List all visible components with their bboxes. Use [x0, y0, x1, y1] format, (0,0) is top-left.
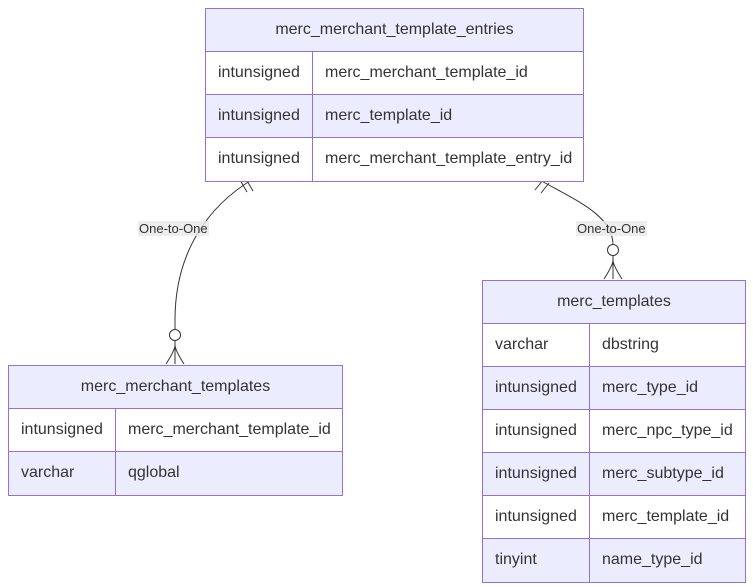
attribute-type: intunsigned — [483, 453, 590, 495]
relationship-line-2 — [537, 178, 614, 279]
entity-merc-merchant-template-entries[interactable]: merc_merchant_template_entries intunsign… — [205, 8, 584, 182]
attribute-row: varchar qglobal — [9, 452, 342, 495]
attribute-row: intunsigned merc_subtype_id — [483, 453, 745, 496]
attribute-name: dbstring — [602, 336, 659, 353]
attribute-type: intunsigned — [483, 496, 590, 538]
entity-merc-templates[interactable]: merc_templates varchar dbstring intunsig… — [482, 280, 746, 583]
attribute-row: intunsigned merc_type_id — [483, 367, 745, 410]
attribute-row: intunsigned merc_template_id — [206, 95, 583, 138]
attribute-name: merc_merchant_template_entry_id — [325, 150, 573, 167]
attribute-row: intunsigned merc_merchant_template_id — [206, 52, 583, 95]
attribute-name: qglobal — [128, 464, 180, 481]
relationship-line-1 — [174, 178, 254, 364]
attribute-type: intunsigned — [9, 409, 116, 451]
many-marker-1 — [165, 344, 185, 365]
attribute-row: tinyint name_type_id — [483, 539, 745, 582]
attribute-type: intunsigned — [206, 138, 313, 181]
attribute-row: intunsigned merc_merchant_template_entry… — [206, 138, 583, 181]
attribute-type: intunsigned — [483, 367, 590, 409]
attribute-name: merc_merchant_template_id — [128, 421, 331, 438]
attribute-type: intunsigned — [206, 52, 313, 94]
many-marker-2 — [603, 259, 623, 280]
entity-title: merc_merchant_templates — [9, 366, 342, 409]
attribute-name: name_type_id — [602, 551, 703, 568]
entity-title: merc_merchant_template_entries — [206, 9, 583, 52]
attribute-row: intunsigned merc_merchant_template_id — [9, 409, 342, 452]
relationship-label-2: One-to-One — [576, 221, 647, 236]
attribute-row: intunsigned merc_template_id — [483, 496, 745, 539]
attribute-row: varchar dbstring — [483, 324, 745, 367]
attribute-type: tinyint — [483, 539, 590, 582]
attribute-name: merc_type_id — [602, 379, 699, 396]
attribute-type: intunsigned — [206, 95, 313, 137]
one-marker-1a — [239, 179, 248, 193]
attribute-type: varchar — [9, 452, 116, 495]
entity-merc-merchant-templates[interactable]: merc_merchant_templates intunsigned merc… — [8, 365, 343, 496]
attribute-type: intunsigned — [483, 410, 590, 452]
relationship-label-1: One-to-One — [138, 221, 209, 236]
attribute-row: intunsigned merc_npc_type_id — [483, 410, 745, 453]
one-marker-2b — [540, 182, 550, 194]
attribute-type: varchar — [483, 324, 590, 366]
attribute-name: merc_subtype_id — [602, 465, 724, 482]
attribute-name: merc_template_id — [602, 508, 730, 525]
zero-marker-2 — [607, 244, 619, 256]
zero-marker-1 — [169, 329, 181, 341]
entity-title: merc_templates — [483, 281, 745, 324]
attribute-name: merc_template_id — [325, 107, 453, 124]
attribute-name: merc_npc_type_id — [602, 422, 733, 439]
attribute-name: merc_merchant_template_id — [325, 64, 528, 81]
